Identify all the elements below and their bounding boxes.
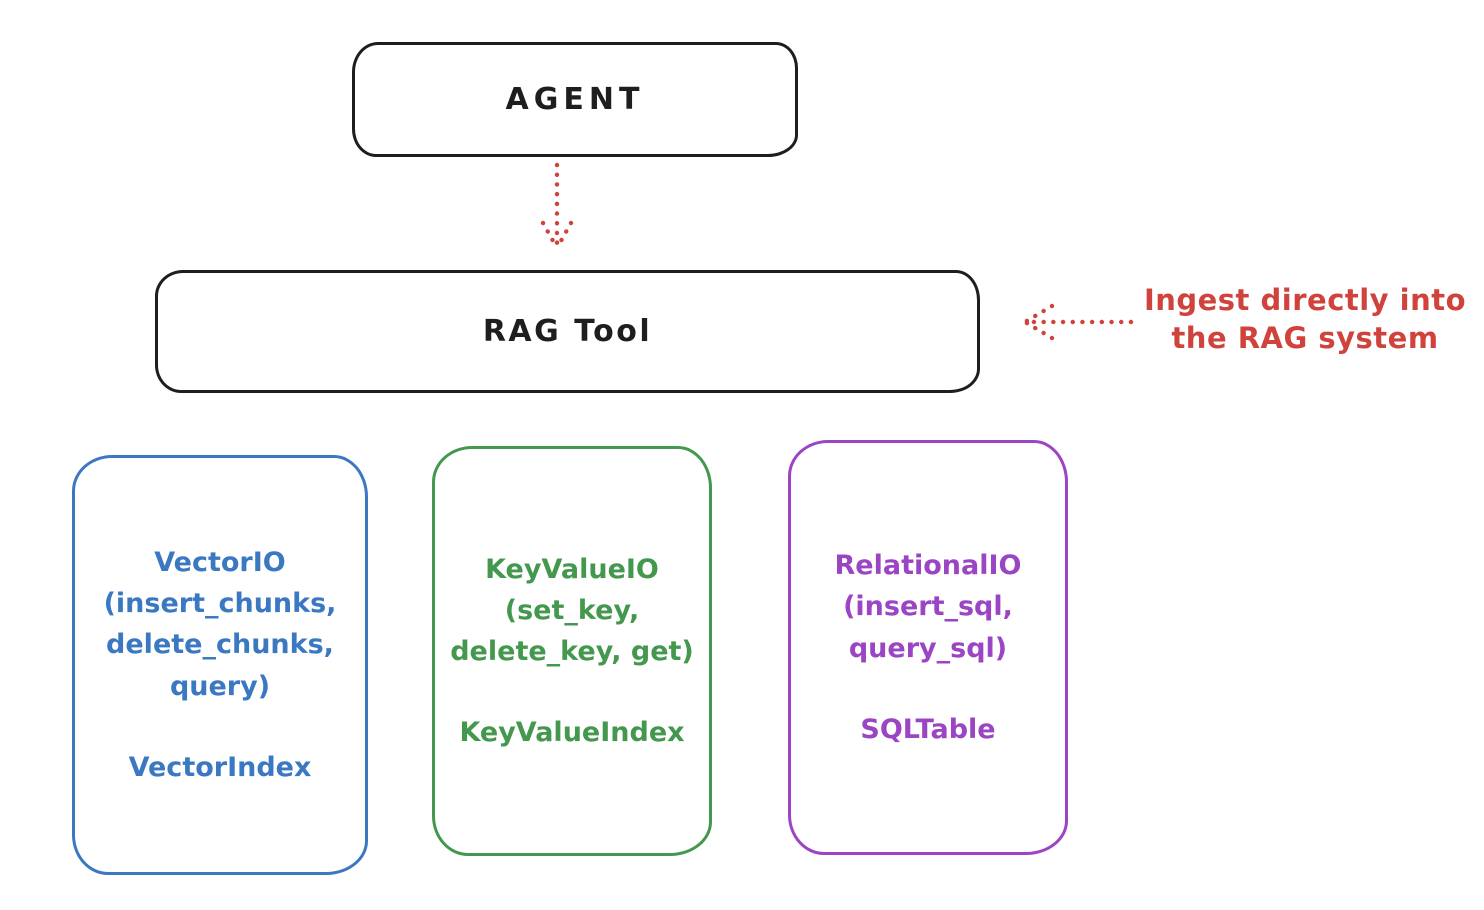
- rag-tool-node: RAG Tool: [155, 270, 980, 393]
- keyvalue-io-node: KeyValueIO (set_key, delete_key, get) Ke…: [432, 446, 712, 856]
- relational-io-title: RelationalIO: [834, 550, 1022, 582]
- vector-io-signature: VectorIO (insert_chunks, delete_chunks, …: [104, 542, 337, 706]
- relational-io-method-line: (insert_sql,: [843, 591, 1013, 623]
- agent-to-ragtool-arrow-icon: [540, 162, 574, 251]
- ingest-arrow-icon: [1022, 303, 1134, 341]
- ingest-annotation-line1: Ingest directly into: [1143, 283, 1467, 317]
- rag-tool-label: RAG Tool: [482, 314, 653, 349]
- vector-io-method-line: query): [169, 670, 271, 702]
- relational-io-node: RelationalIO (insert_sql, query_sql) SQL…: [788, 440, 1068, 855]
- ingest-annotation: Ingest directly into the RAG system: [1135, 281, 1475, 358]
- vector-io-method-line: (insert_chunks,: [103, 588, 337, 620]
- keyvalue-index-label: KeyValueIndex: [459, 717, 685, 749]
- agent-label: AGENT: [505, 82, 645, 117]
- agent-node: AGENT: [352, 42, 798, 157]
- vector-index-label: VectorIndex: [128, 751, 312, 783]
- vector-io-method-line: delete_chunks,: [106, 629, 334, 661]
- vector-io-node: VectorIO (insert_chunks, delete_chunks, …: [72, 455, 368, 875]
- keyvalue-io-method-line: delete_key, get): [450, 636, 694, 667]
- keyvalue-io-method-line: (set_key,: [504, 594, 640, 626]
- relational-io-signature: RelationalIO (insert_sql, query_sql): [835, 545, 1022, 668]
- vector-io-title: VectorIO: [154, 547, 286, 579]
- keyvalue-io-signature: KeyValueIO (set_key, delete_key, get): [450, 549, 694, 672]
- sql-table-label: SQLTable: [860, 713, 996, 745]
- keyvalue-io-title: KeyValueIO: [485, 553, 659, 585]
- relational-io-method-line: query_sql): [848, 632, 1008, 664]
- ingest-annotation-line2: the RAG system: [1171, 321, 1439, 356]
